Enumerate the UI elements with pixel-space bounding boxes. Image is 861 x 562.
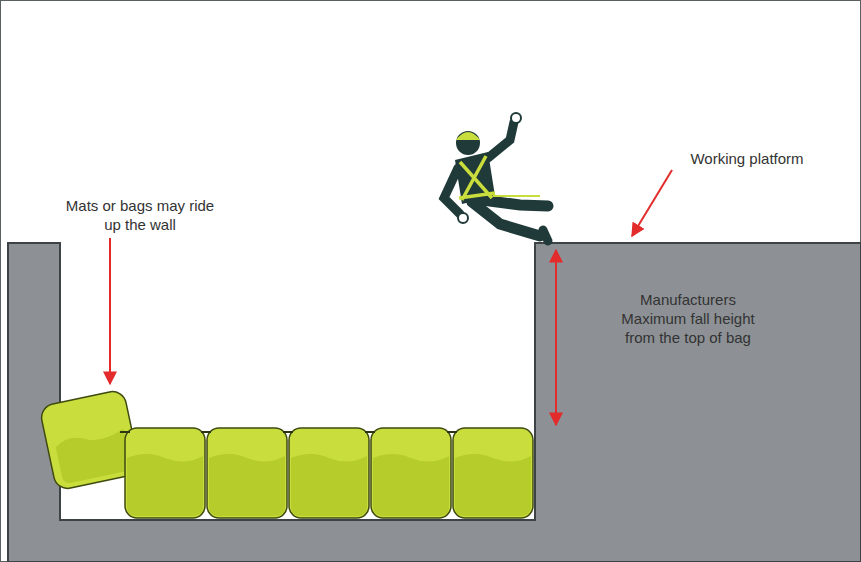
falling-worker xyxy=(444,113,548,241)
landing-bags xyxy=(39,389,533,518)
callout-note: Mats or bags may ride up the wall xyxy=(58,196,223,234)
platform-label: Working platform xyxy=(662,149,832,168)
dimension-label: Manufacturers Maximum fall height from t… xyxy=(607,290,769,347)
ground-pit xyxy=(8,243,861,562)
